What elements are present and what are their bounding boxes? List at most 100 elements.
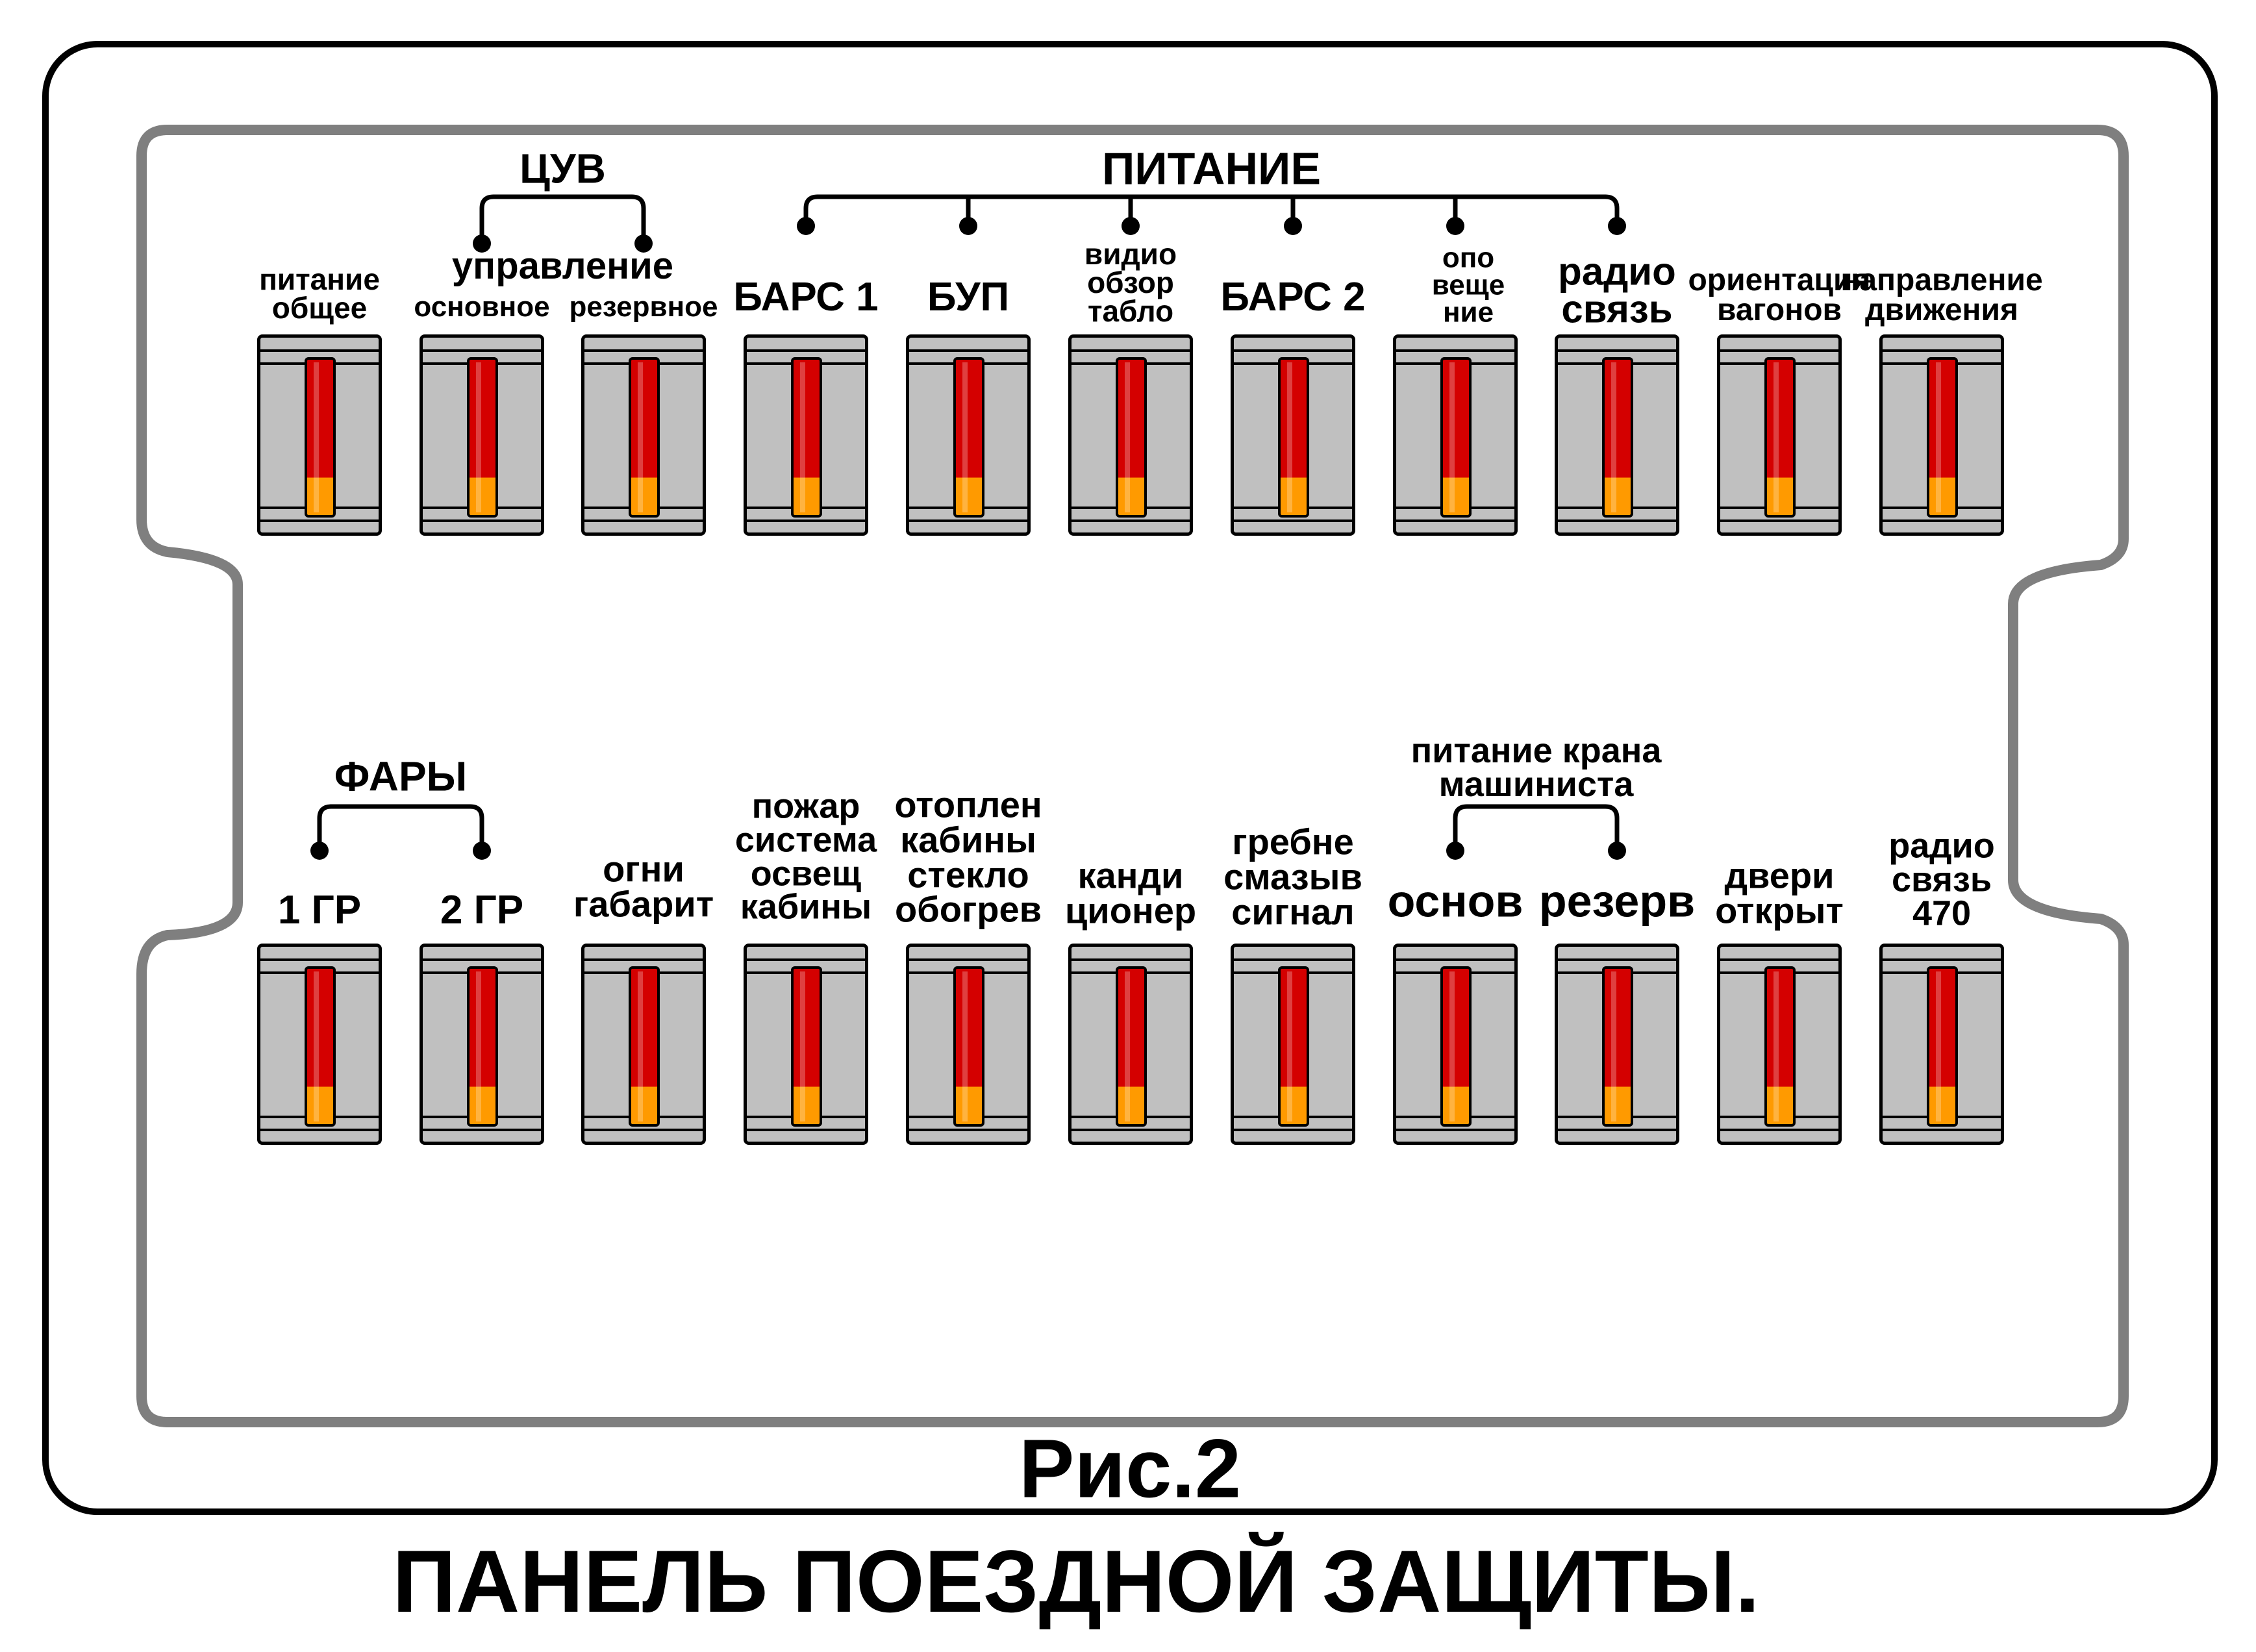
- toggle-lever[interactable]: [467, 357, 498, 518]
- top-group-dot: [1284, 217, 1302, 235]
- top-switch-label-4-line: БАРС 1: [733, 275, 879, 320]
- bottom-switch-4[interactable]: [744, 944, 868, 1145]
- bottom-switch-8[interactable]: [1393, 944, 1518, 1145]
- bottom-switch-10[interactable]: [1717, 944, 1842, 1145]
- bottom-switch-label-10-line: открыт: [1715, 890, 1844, 931]
- toggle-lever[interactable]: [1116, 966, 1147, 1127]
- bottom-switch-label-7-line: гребне: [1232, 821, 1354, 862]
- top-switch-2[interactable]: [420, 334, 544, 536]
- bottom-switch-label-3-line: габарит: [573, 883, 714, 924]
- toggle-lever[interactable]: [953, 357, 984, 518]
- bottom-switch-11[interactable]: [1879, 944, 2004, 1145]
- top-switch-label-10-line: ориентация: [1688, 262, 1871, 297]
- bottom-switch-label-11-line: связь: [1891, 860, 1992, 899]
- top-switch-label-6-line: обзор: [1087, 265, 1174, 299]
- toggle-lever[interactable]: [1764, 357, 1796, 518]
- top-switch-label-6-line: табло: [1087, 294, 1174, 329]
- top-switch-label-11-line: направление: [1840, 262, 2043, 297]
- toggle-lever[interactable]: [1440, 357, 1472, 518]
- toggle-lever[interactable]: [305, 357, 336, 518]
- top-switch-5[interactable]: [906, 334, 1031, 536]
- top-switch-label-2-line: основное: [414, 290, 550, 323]
- top-switch-label-8-line: опо: [1442, 242, 1495, 274]
- toggle-lever[interactable]: [1278, 966, 1309, 1127]
- bottom-switch-label-11-line: 470: [1912, 893, 1972, 932]
- inner-panel-frame: [136, 125, 2129, 1427]
- bottom-switch-label-8: основ: [1388, 878, 1523, 923]
- toggle-lever[interactable]: [629, 357, 660, 518]
- toggle-lever[interactable]: [467, 966, 498, 1127]
- toggle-lever[interactable]: [1927, 357, 1958, 518]
- top-switch-8[interactable]: [1393, 334, 1518, 536]
- bottom-switch-label-9-line: резерв: [1538, 875, 1696, 927]
- top-group-dot: [1122, 217, 1140, 235]
- top-switch-11[interactable]: [1879, 334, 2004, 536]
- top-switch-9[interactable]: [1555, 334, 1679, 536]
- toggle-lever[interactable]: [1278, 357, 1309, 518]
- bottom-switch-2[interactable]: [420, 944, 544, 1145]
- top-switch-label-3-line: резервное: [569, 290, 718, 323]
- top-group-dot: [1608, 217, 1626, 235]
- top-group-dot: [473, 234, 491, 253]
- toggle-lever[interactable]: [1602, 357, 1633, 518]
- bottom-switch-label-5-line: кабины: [900, 819, 1036, 860]
- top-switch-label-4: БАРС 1: [733, 275, 879, 320]
- top-switch-10[interactable]: [1717, 334, 1842, 536]
- top-switch-label-7-line: БАРС 2: [1220, 275, 1366, 320]
- bottom-group-dot: [1446, 842, 1464, 860]
- toggle-lever[interactable]: [1116, 357, 1147, 518]
- top-switch-label-2: основное: [414, 290, 550, 323]
- toggle-lever[interactable]: [1440, 966, 1472, 1127]
- bottom-switch-label-5-line: стекло: [907, 854, 1029, 895]
- bottom-group-title: питание крана машиниста: [1410, 731, 1662, 804]
- bottom-switch-1[interactable]: [257, 944, 382, 1145]
- top-switch-4[interactable]: [744, 334, 868, 536]
- bottom-switch-label-2-line: 2 ГР: [440, 888, 524, 933]
- bottom-group-bracket: [1453, 804, 1620, 851]
- bottom-group-title: ФАРЫ: [334, 753, 468, 800]
- top-group-title: ЦУВ: [520, 145, 606, 192]
- bottom-switch-6[interactable]: [1068, 944, 1193, 1145]
- top-switch-6[interactable]: [1068, 334, 1193, 536]
- top-group-dot: [959, 217, 977, 235]
- bottom-switch-label-1: 1 ГР: [278, 890, 361, 930]
- top-group-bracket: [479, 194, 646, 244]
- bottom-switch-9[interactable]: [1555, 944, 1679, 1145]
- top-group-title: ПИТАНИЕ: [1101, 143, 1322, 194]
- toggle-lever[interactable]: [791, 966, 822, 1127]
- bottom-switch-5[interactable]: [906, 944, 1031, 1145]
- bottom-group-dot: [473, 842, 491, 860]
- toggle-lever[interactable]: [1764, 966, 1796, 1127]
- toggle-lever[interactable]: [1927, 966, 1958, 1127]
- bottom-switch-label-2: 2 ГР: [440, 888, 524, 933]
- toggle-lever[interactable]: [305, 966, 336, 1127]
- bottom-switch-3[interactable]: [581, 944, 706, 1145]
- bottom-switch-label-11-line: радио: [1888, 826, 1995, 866]
- bottom-switch-label-4-line: освещ: [750, 854, 862, 893]
- bottom-switch-7[interactable]: [1231, 944, 1355, 1145]
- toggle-lever[interactable]: [1602, 966, 1633, 1127]
- top-switch-3[interactable]: [581, 334, 706, 536]
- bottom-switch-label-5-line: обогрев: [894, 888, 1042, 930]
- top-switch-label-11-line: движения: [1864, 293, 2019, 327]
- toggle-lever[interactable]: [953, 966, 984, 1127]
- top-group-subtitle: управление: [451, 245, 674, 288]
- toggle-lever[interactable]: [791, 357, 822, 518]
- top-switch-label-5: БУП: [927, 277, 1009, 317]
- top-switch-label-9-line: связь: [1561, 287, 1673, 331]
- figure-number: Рис.2: [1019, 1422, 1241, 1516]
- top-switch-label-1-line: питание: [259, 262, 380, 296]
- top-switch-7[interactable]: [1231, 334, 1355, 536]
- top-switch-1[interactable]: [257, 334, 382, 536]
- toggle-lever[interactable]: [629, 966, 660, 1127]
- figure-title: ПАНЕЛЬ ПОЕЗДНОЙ ЗАЩИТЫ.: [392, 1532, 1760, 1631]
